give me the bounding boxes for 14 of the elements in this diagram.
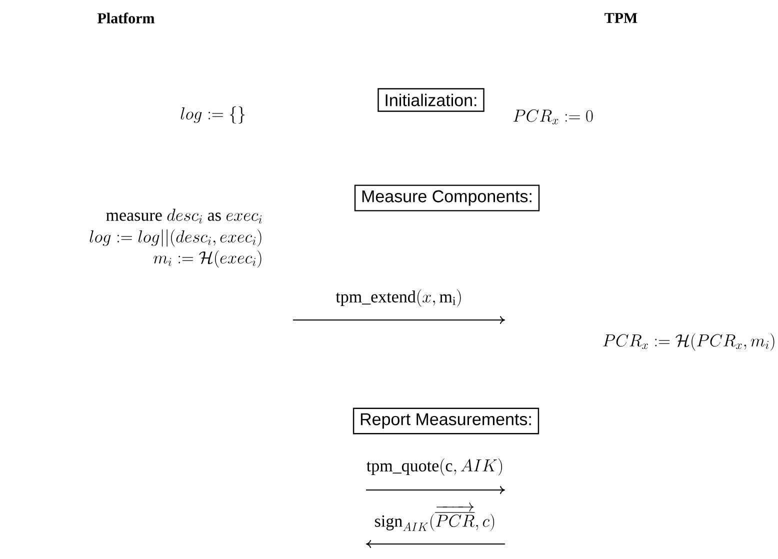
formula-text: $m_i := \mathcal{H}(exec_i)$ <box>154 250 262 268</box>
formula-text: $PCR_x := 0$ <box>513 109 593 124</box>
column-heading: TPM <box>604 13 638 23</box>
column-heading: Platform <box>98 12 154 24</box>
message-label: $\mathrm{tpm\_extend}(x, \mathrm{m_i})$ <box>336 289 461 307</box>
section-box: Initialization: <box>378 88 484 112</box>
formula-text: $PCR_x := \mathcal{H}(PCR_x, m_i)$ <box>603 333 774 351</box>
formula-text: $log := \{\}$ <box>180 106 245 124</box>
section-box: Report Measurements: <box>352 408 540 434</box>
formula-text: $\text{measure } desc_i \text{ as } exec_i$ <box>106 208 262 224</box>
message-label: $\mathrm{sign}_{AIK}(\overrightarrow{\overline{PCR}}, c)$ <box>375 502 494 531</box>
section-box: Measure Components: <box>354 184 540 212</box>
message-label: $\mathrm{tpm\_quote}(\mathrm{c}, AIK)$ <box>366 458 502 476</box>
formula-text: $log := log || (desc_i, exec_i)$ <box>90 229 262 247</box>
